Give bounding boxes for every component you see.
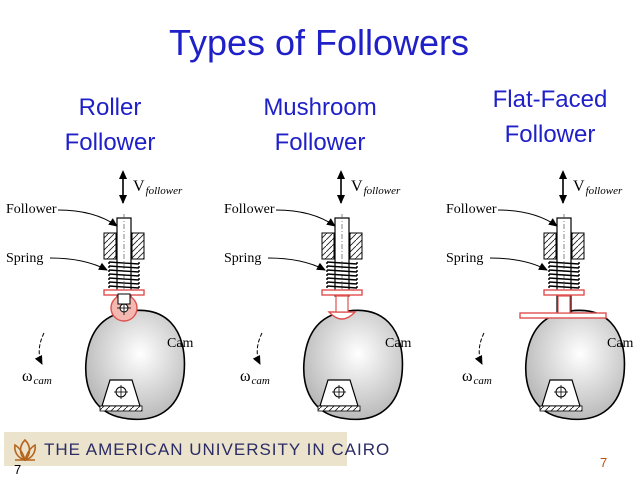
spring-coils	[108, 261, 140, 289]
auc-lotus-icon	[14, 438, 36, 462]
follower-label: Follower	[446, 202, 497, 217]
omega-subscript: cam	[474, 375, 492, 387]
velocity-symbol: V	[351, 178, 363, 195]
rotation-arrow	[34, 332, 45, 365]
flat-face-neck	[557, 295, 571, 314]
follower-label: Follower	[6, 202, 57, 217]
follower-pointer	[275, 209, 336, 227]
spring-coils	[326, 261, 358, 289]
spring-label: Spring	[446, 251, 483, 266]
omega-symbol: ω	[462, 368, 473, 385]
cam-label: Cam	[167, 336, 194, 351]
guide-block-right	[571, 232, 585, 260]
rotation-arrow	[252, 332, 263, 365]
slide-title: Types of Followers	[168, 22, 470, 63]
velocity-label: Vfollower	[133, 178, 183, 197]
cam-hub-ground	[317, 405, 361, 412]
guide-block-left	[543, 232, 557, 260]
subtitle-flat-line2: Follower	[504, 121, 596, 148]
university-logo: THE AMERICAN UNIVERSITY IN CAIRO	[4, 432, 389, 466]
page-number-right: 7	[600, 455, 608, 470]
follower-pointer	[497, 209, 558, 227]
omega-label: ωcam	[462, 368, 492, 387]
velocity-subscript: follower	[586, 185, 623, 197]
omega-label: ωcam	[240, 368, 270, 387]
guide-block-left	[103, 232, 117, 260]
spring-coils	[548, 261, 580, 289]
subtitle-mushroom: Mushroom Follower	[245, 90, 395, 160]
spring-pointer	[489, 257, 548, 271]
subtitle-roller: Roller Follower	[45, 90, 175, 160]
omega-symbol: ω	[240, 368, 251, 385]
mushroom-neck	[335, 295, 349, 313]
follower-label: Follower	[224, 202, 275, 217]
omega-symbol: ω	[22, 368, 33, 385]
spring-pointer	[267, 257, 326, 271]
velocity-subscript: follower	[364, 185, 401, 197]
rotation-arrow	[474, 332, 485, 365]
spring-pointer	[49, 257, 108, 271]
velocity-subscript: follower	[146, 185, 183, 197]
velocity-label: Vfollower	[573, 178, 623, 197]
subtitle-roller-line1: Roller	[78, 94, 142, 121]
cam-hub-ground	[539, 405, 583, 412]
subtitle-flat: Flat-Faced Follower	[475, 82, 625, 152]
spring-label: Spring	[6, 251, 43, 266]
subtitle-roller-line2: Follower	[64, 129, 156, 156]
cam-label: Cam	[607, 336, 634, 351]
mushroom-cap	[327, 311, 357, 320]
spring-seat	[543, 289, 585, 296]
page-number-left: 7	[14, 462, 22, 477]
subtitle-mushroom-line2: Follower	[274, 129, 366, 156]
omega-label: ωcam	[22, 368, 52, 387]
subtitle-mushroom-line1: Mushroom	[263, 94, 377, 121]
velocity-label: Vfollower	[351, 178, 401, 197]
spring-seat	[321, 289, 363, 296]
omega-subscript: cam	[252, 375, 270, 387]
roller-fork	[117, 293, 131, 305]
subtitle-flat-line1: Flat-Faced	[492, 86, 608, 113]
guide-block-right	[131, 232, 145, 260]
guide-block-right	[349, 232, 363, 260]
velocity-symbol: V	[133, 178, 145, 195]
cam-hub-ground	[99, 405, 143, 412]
spring-label: Spring	[224, 251, 261, 266]
velocity-symbol: V	[573, 178, 585, 195]
follower-pointer	[57, 209, 118, 227]
logo-text: THE AMERICAN UNIVERSITY IN CAIRO	[44, 440, 391, 459]
cam-label: Cam	[385, 336, 412, 351]
guide-block-left	[321, 232, 335, 260]
flat-face-plate	[519, 312, 607, 319]
omega-subscript: cam	[34, 375, 52, 387]
